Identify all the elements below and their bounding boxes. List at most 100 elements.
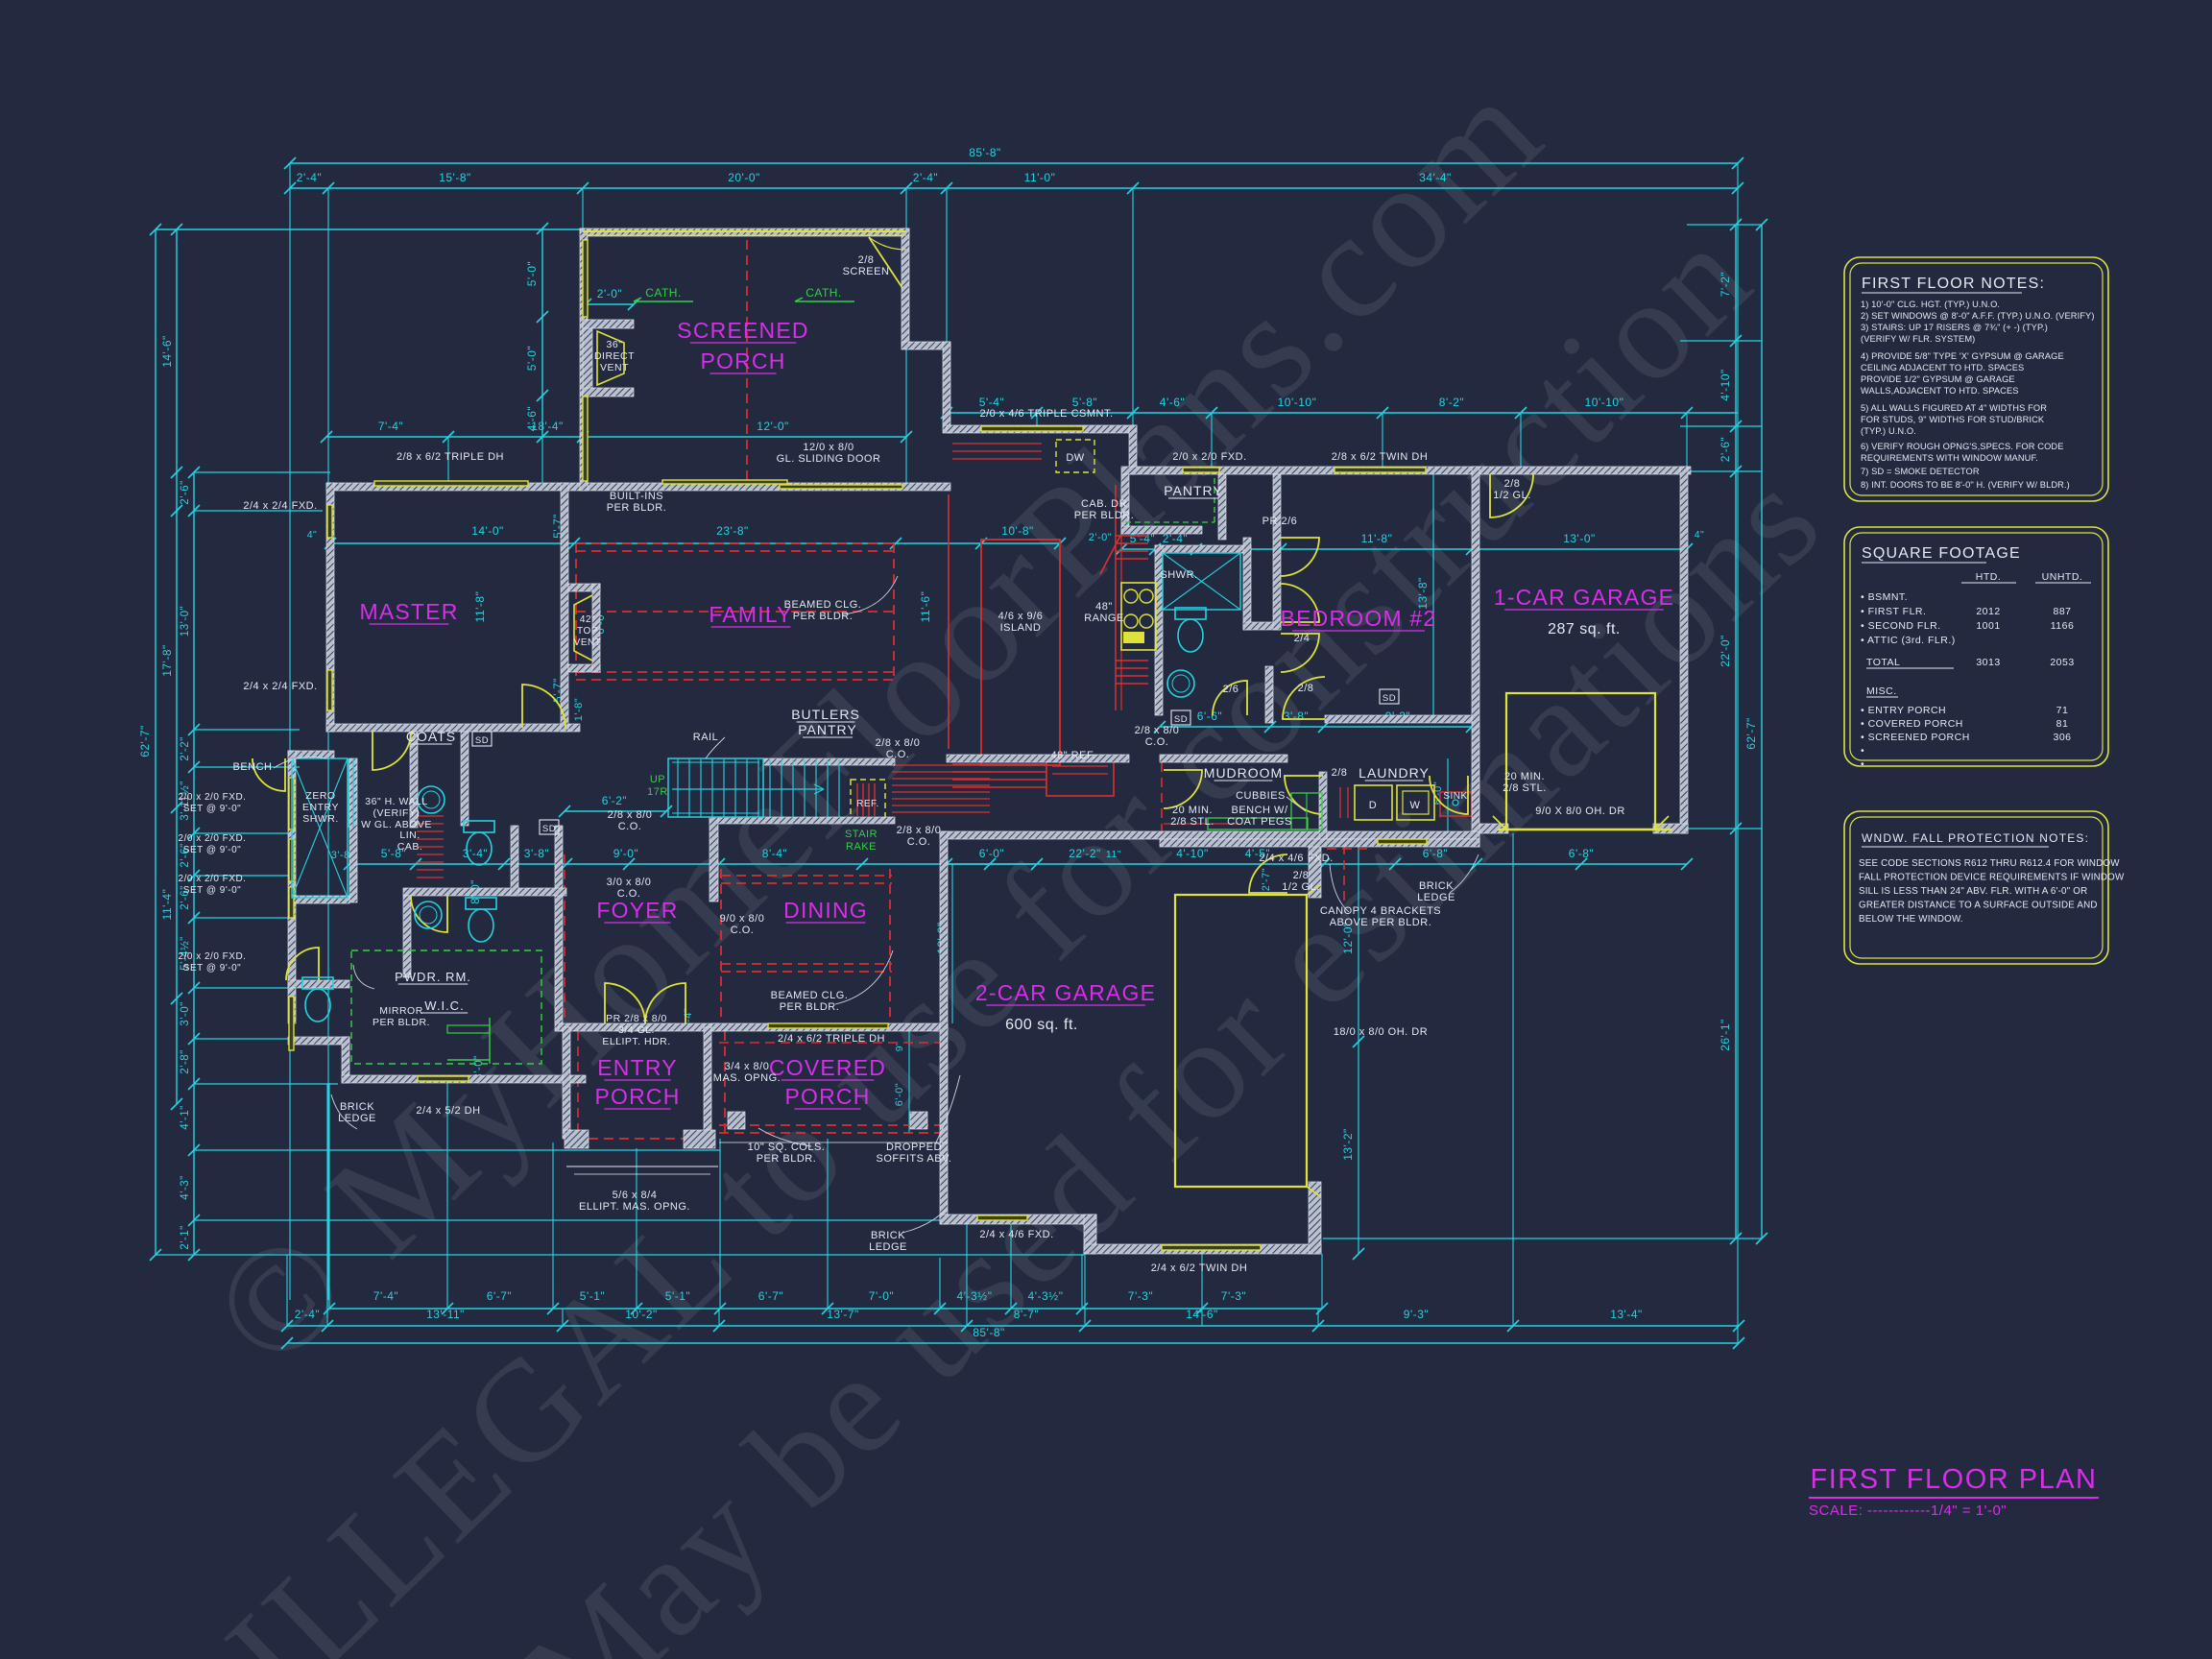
svg-text:4'-5": 4'-5" bbox=[1245, 847, 1270, 860]
svg-text:26'-1": 26'-1" bbox=[1719, 1019, 1732, 1051]
svg-text:RAIL: RAIL bbox=[693, 732, 718, 743]
svg-text:BRICK: BRICK bbox=[1419, 880, 1454, 892]
svg-text:3'-8": 3'-8" bbox=[331, 850, 354, 861]
svg-text:ELLIPT. MAS. OPNG.: ELLIPT. MAS. OPNG. bbox=[579, 1201, 690, 1213]
svg-text:8'-7": 8'-7" bbox=[1014, 1308, 1039, 1321]
svg-text:4/6 x 9/6: 4/6 x 9/6 bbox=[998, 611, 1044, 622]
svg-text:5'-1": 5'-1" bbox=[665, 1289, 690, 1303]
svg-text:UP: UP bbox=[650, 774, 665, 785]
svg-text:20'-0": 20'-0" bbox=[728, 171, 760, 184]
svg-text:4'-3½": 4'-3½" bbox=[1028, 1289, 1064, 1303]
svg-text:• SCREENED PORCH: • SCREENED PORCH bbox=[1861, 732, 1970, 743]
svg-text:2/8: 2/8 bbox=[1293, 870, 1310, 881]
svg-text:600 sq. ft.: 600 sq. ft. bbox=[1005, 1017, 1078, 1033]
svg-text:4'-1": 4'-1" bbox=[180, 1105, 191, 1129]
svg-text:2'-6": 2'-6" bbox=[180, 843, 191, 867]
svg-text:W: W bbox=[1410, 800, 1421, 811]
svg-text:• COVERED PORCH: • COVERED PORCH bbox=[1861, 718, 1963, 730]
svg-text:12'-0": 12'-0" bbox=[757, 420, 789, 433]
svg-text:7'-4": 7'-4" bbox=[373, 1289, 398, 1303]
svg-text:SD: SD bbox=[475, 735, 489, 746]
svg-text:6'-7": 6'-7" bbox=[758, 1289, 783, 1303]
svg-text:2/8 x 6/2 TWIN DH: 2/8 x 6/2 TWIN DH bbox=[1332, 451, 1429, 463]
svg-text:15'-8": 15'-8" bbox=[439, 171, 471, 184]
svg-text:FOR STUDS, 9" WIDTHS FOR STUD/: FOR STUDS, 9" WIDTHS FOR STUD/BRICK bbox=[1861, 415, 2045, 424]
svg-text:ISLAND: ISLAND bbox=[1000, 622, 1042, 634]
svg-text:2/4 x 6/2 TRIPLE DH: 2/4 x 6/2 TRIPLE DH bbox=[778, 1033, 885, 1045]
svg-text:(VERIFY W/ FLR. SYSTEM): (VERIFY W/ FLR. SYSTEM) bbox=[1861, 334, 1975, 344]
svg-text:2/8 x 8/0: 2/8 x 8/0 bbox=[1135, 725, 1180, 736]
svg-text:CATH.: CATH. bbox=[805, 286, 842, 300]
svg-text:5) ALL WALLS FIGURED AT 4" WID: 5) ALL WALLS FIGURED AT 4" WIDTHS FOR bbox=[1861, 403, 2047, 413]
svg-text:3'-11½": 3'-11½" bbox=[180, 781, 191, 821]
svg-text:CATH.: CATH. bbox=[645, 286, 682, 300]
svg-text:SOFFITS ABV.: SOFFITS ABV. bbox=[877, 1153, 952, 1165]
svg-text:• SECOND FLR.: • SECOND FLR. bbox=[1861, 620, 1941, 632]
svg-text:CEILING ADJACENT TO HTD. SPACE: CEILING ADJACENT TO HTD. SPACES bbox=[1861, 363, 2024, 373]
svg-text:RAKE: RAKE bbox=[846, 841, 877, 853]
svg-text:2/8 STL.: 2/8 STL. bbox=[1503, 782, 1547, 794]
svg-text:8'-4": 8'-4" bbox=[762, 847, 787, 860]
svg-text:48": 48" bbox=[1095, 601, 1113, 613]
svg-text:MUDROOM: MUDROOM bbox=[1204, 765, 1283, 781]
svg-text:2/0 x 2/0 FXD.: 2/0 x 2/0 FXD. bbox=[179, 792, 247, 803]
svg-text:C.O.: C.O. bbox=[907, 836, 931, 848]
svg-text:BENCH W/: BENCH W/ bbox=[1232, 805, 1288, 816]
svg-text:3/0 x 8/0: 3/0 x 8/0 bbox=[607, 877, 652, 888]
svg-text:2/4 x 2/4 FXD.: 2/4 x 2/4 FXD. bbox=[243, 500, 317, 512]
svg-text:3'-8": 3'-8" bbox=[524, 847, 549, 860]
svg-text:6) VERIFY ROUGH OPNG'S,SPECS.: 6) VERIFY ROUGH OPNG'S,SPECS. FOR CODE bbox=[1861, 442, 2064, 451]
svg-text:2/8 x 8/0: 2/8 x 8/0 bbox=[897, 825, 942, 836]
svg-text:5'-0": 5'-0" bbox=[525, 261, 539, 286]
svg-text:FAMILY: FAMILY bbox=[709, 602, 792, 627]
svg-text:PWDR. RM.: PWDR. RM. bbox=[395, 970, 471, 984]
svg-text:2'-4": 2'-4" bbox=[297, 171, 322, 184]
svg-text:9/0 x 8/0: 9/0 x 8/0 bbox=[720, 913, 765, 925]
svg-text:2'-4": 2'-4" bbox=[913, 171, 938, 184]
svg-text:4'-3": 4'-3" bbox=[180, 1175, 191, 1199]
svg-text:HTD.: HTD. bbox=[1976, 571, 2002, 583]
svg-text:2/8 x 8/0: 2/8 x 8/0 bbox=[608, 809, 653, 821]
svg-text:6'-6": 6'-6" bbox=[1197, 709, 1222, 723]
svg-text:2'-7": 2'-7" bbox=[1261, 868, 1272, 891]
svg-text:2/0 x 2/0 FXD.: 2/0 x 2/0 FXD. bbox=[179, 951, 247, 962]
svg-text:9'-0": 9'-0" bbox=[613, 847, 638, 860]
svg-text:CUBBIES: CUBBIES bbox=[1236, 790, 1286, 802]
svg-text:13'-0": 13'-0" bbox=[1563, 532, 1596, 545]
svg-text:42": 42" bbox=[580, 614, 595, 625]
svg-text:BEAMED CLG.: BEAMED CLG. bbox=[784, 599, 862, 611]
svg-text:9": 9" bbox=[894, 1042, 905, 1052]
svg-text:2/4 x 6/2 TWIN DH: 2/4 x 6/2 TWIN DH bbox=[1151, 1262, 1248, 1274]
svg-text:3013: 3013 bbox=[1976, 657, 2000, 668]
svg-text:LEDGE: LEDGE bbox=[338, 1113, 376, 1124]
svg-text:UNHTD.: UNHTD. bbox=[2042, 571, 2083, 583]
svg-text:7'-3": 7'-3" bbox=[1128, 1289, 1153, 1303]
svg-text:2/8 x 8/0: 2/8 x 8/0 bbox=[876, 737, 921, 749]
svg-text:11'-4": 11'-4" bbox=[160, 889, 174, 921]
svg-text:11'-6": 11'-6" bbox=[919, 591, 932, 623]
svg-text:C.O.: C.O. bbox=[886, 749, 910, 760]
svg-text:4'-3½": 4'-3½" bbox=[957, 1289, 993, 1303]
svg-text:ZERO: ZERO bbox=[305, 790, 335, 802]
svg-text:BUTLERS: BUTLERS bbox=[791, 707, 860, 722]
svg-text:12/0 x 8/0: 12/0 x 8/0 bbox=[803, 442, 854, 453]
svg-text:17R: 17R bbox=[647, 786, 668, 798]
svg-text:85'-8": 85'-8" bbox=[973, 1326, 1005, 1339]
svg-text:LEDGE: LEDGE bbox=[1417, 892, 1455, 903]
svg-text:SILL IS LESS THAN 24" ABV. FLR: SILL IS LESS THAN 24" ABV. FLR. WITH A 6… bbox=[1859, 886, 2087, 897]
svg-text:2012: 2012 bbox=[1976, 606, 2000, 617]
svg-text:2/8: 2/8 bbox=[1504, 478, 1521, 490]
svg-text:W GL. ABOVE: W GL. ABOVE bbox=[361, 819, 432, 830]
svg-text:9'-3": 9'-3" bbox=[1404, 1308, 1429, 1321]
svg-text:•: • bbox=[1861, 745, 1864, 757]
svg-text:VENT: VENT bbox=[574, 637, 602, 648]
svg-text:SHWR.: SHWR. bbox=[302, 813, 339, 825]
svg-text:7) SD = SMOKE DETECTOR: 7) SD = SMOKE DETECTOR bbox=[1861, 467, 1980, 476]
svg-text:SCREEN: SCREEN bbox=[843, 266, 890, 277]
svg-text:C.O.: C.O. bbox=[618, 821, 642, 832]
svg-text:36": 36" bbox=[607, 339, 623, 350]
svg-text:CANOPY 4 BRACKETS: CANOPY 4 BRACKETS bbox=[1320, 905, 1441, 917]
svg-text:FALL PROTECTION DEVICE REQUIRE: FALL PROTECTION DEVICE REQUIREMENTS IF W… bbox=[1859, 873, 2125, 883]
svg-text:17'-8": 17'-8" bbox=[160, 644, 174, 677]
svg-text:PORCH: PORCH bbox=[700, 349, 785, 373]
